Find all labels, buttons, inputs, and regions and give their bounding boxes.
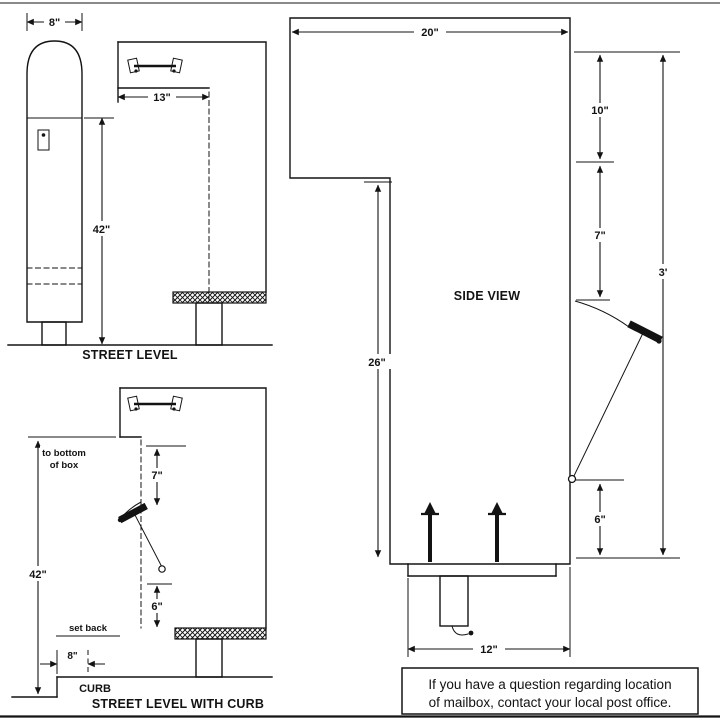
arm-view-figure: 13" (117, 41, 267, 346)
hatch-base (174, 627, 267, 640)
street-level-caption: STREET LEVEL (82, 348, 178, 362)
dim-6in-label: 6" (594, 514, 605, 526)
dim-8in: 8" (26, 13, 83, 31)
dim-26in-label: 26" (368, 357, 385, 369)
dim-13in-label: 13" (153, 92, 170, 104)
note-box-border (401, 667, 699, 715)
side-view-title: SIDE VIEW (454, 289, 520, 303)
dim-13in: 13" (117, 90, 210, 104)
cord-icon (451, 625, 469, 636)
hatch-base (172, 291, 267, 304)
dim-20in-label: 20" (421, 27, 438, 39)
curb-view-outline (119, 387, 267, 629)
dim-3ft-label: 3' (659, 267, 668, 279)
side-outline (289, 17, 571, 565)
post (195, 302, 223, 346)
dim-6in: 6" (147, 583, 172, 628)
mailbox-front-outline (26, 40, 83, 346)
dim-7in-label: 7" (594, 230, 605, 242)
front-view-figure: 8" 42" STREET LEVEL (7, 13, 273, 362)
side-view-figure: SIDE VIEW 20" 10" 7" 6" (289, 17, 680, 657)
curb-dim-8in-label: 8" (67, 651, 78, 662)
dim-12in-label: 12" (480, 644, 497, 656)
dim-10in-label: 10" (591, 105, 608, 117)
dim-7in: 7" (146, 445, 186, 506)
arm-outline (117, 41, 267, 293)
curb-profile: CURB (11, 676, 273, 698)
dim-42in-label: 42" (93, 224, 110, 236)
curb-view-figure: 7" 6" CURB set back (11, 387, 273, 711)
bolt-icon (488, 502, 506, 562)
post (195, 638, 223, 678)
curb-dim-6in-label: 6" (151, 601, 162, 613)
to-bottom-of-box-line2: of box (50, 460, 79, 471)
curb-dim-7in-label: 7" (151, 470, 162, 482)
to-bottom-of-box-line1: to bottom (42, 448, 86, 459)
latch-icon (37, 129, 50, 151)
base-and-post (407, 563, 557, 636)
dim-20in: 20" (291, 25, 569, 39)
dim-10in: 10" (586, 54, 615, 160)
mount-bracket-icon (127, 57, 183, 74)
curb-label: CURB (79, 683, 111, 695)
mount-bracket-icon (127, 395, 183, 412)
dim-42in: to bottom of box 42" (24, 436, 116, 695)
dim-26in: 26" (362, 181, 392, 558)
street-level-with-curb-caption: STREET LEVEL WITH CURB (92, 697, 264, 711)
dim-12in: 12" (407, 567, 571, 657)
bolt-icon (421, 502, 439, 562)
dim-42in: 42" (84, 117, 115, 345)
dim-setback-8in: set back 8" (40, 623, 120, 674)
dim-6in: 6" (589, 483, 612, 556)
post (41, 321, 67, 346)
dim-8in-label: 8" (49, 17, 60, 29)
curb-dim-42in-label: 42" (29, 569, 46, 581)
note-line2: of mailbox, contact your local post offi… (429, 695, 672, 710)
dim-3ft: 3' (651, 54, 676, 556)
post (439, 575, 469, 627)
note-line1: If you have a question regarding locatio… (428, 677, 671, 692)
note-box: If you have a question regarding locatio… (401, 667, 699, 715)
door-open-icon (117, 501, 166, 573)
set-back-label: set back (69, 623, 108, 634)
door-open-icon (567, 300, 663, 484)
dim-7in: 7" (589, 165, 612, 298)
